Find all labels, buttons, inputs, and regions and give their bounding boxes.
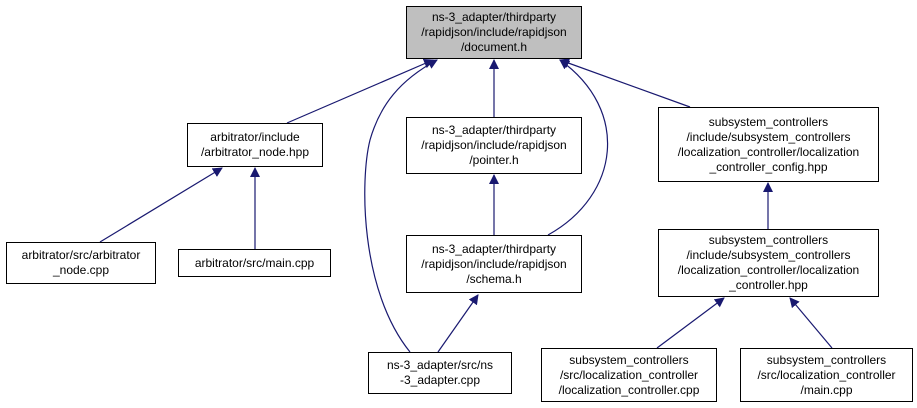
node-arbitrator-node-hpp[interactable]: arbitrator/include /arbitrator_node.hpp bbox=[187, 123, 323, 167]
node-line: ns-3_adapter/thirdparty bbox=[431, 10, 557, 24]
node-localization-controller-config-hpp[interactable]: subsystem_controllers /include/subsystem… bbox=[658, 107, 879, 182]
edge-localization-controller-config-hpp-to-document-h bbox=[559, 58, 691, 108]
node-line: /include/subsystem_controllers bbox=[686, 129, 851, 144]
edge-ns3-adapter-cpp-to-document-h bbox=[364, 59, 438, 353]
node-line: arbitrator/src/main.cpp bbox=[194, 255, 315, 270]
node-line: ns-3_adapter/src/ns bbox=[386, 358, 494, 372]
node-line: _node.cpp bbox=[52, 263, 110, 277]
node-line: /localization_controller/localization bbox=[677, 144, 860, 159]
node-line: /rapidjson/include/rapidjson bbox=[421, 256, 567, 271]
node-schema-h[interactable]: ns-3_adapter/thirdparty /rapidjson/inclu… bbox=[406, 235, 582, 293]
node-line: /schema.h bbox=[466, 271, 522, 286]
node-line: /rapidjson/include/rapidjson bbox=[421, 138, 567, 152]
node-line: subsystem_controllers bbox=[569, 352, 689, 367]
node-line: subsystem_controllers bbox=[766, 352, 887, 367]
node-arbitrator-node-cpp[interactable]: arbitrator/src/arbitrator _node.cpp bbox=[6, 242, 156, 284]
node-localization-controller-cpp[interactable]: subsystem_controllers /src/localization_… bbox=[541, 348, 717, 402]
edge-schema-h-to-document-h bbox=[547, 59, 609, 236]
node-line: arbitrator/include bbox=[210, 130, 300, 144]
node-localization-main-cpp[interactable]: subsystem_controllers /src/localization_… bbox=[740, 348, 913, 402]
node-line: -3_adapter.cpp bbox=[399, 373, 481, 387]
node-line: ns-3_adapter/thirdparty bbox=[431, 123, 557, 137]
node-line: /localization_controller/localization bbox=[677, 263, 860, 277]
node-line: /pointer.h bbox=[469, 153, 519, 167]
node-pointer-h[interactable]: ns-3_adapter/thirdparty /rapidjson/inclu… bbox=[406, 117, 582, 174]
node-line: /src/localization_controller bbox=[559, 367, 699, 382]
edge-arbitrator-node-hpp-to-document-h bbox=[286, 58, 434, 124]
node-line: subsystem_controllers bbox=[708, 233, 829, 247]
node-line: _controller_config.hpp bbox=[709, 159, 828, 174]
edge-arbitrator-node-cpp-to-arbitrator-node-hpp bbox=[99, 167, 223, 243]
node-ns3-adapter-cpp[interactable]: ns-3_adapter/src/ns -3_adapter.cpp bbox=[368, 352, 512, 394]
node-localization-controller-hpp[interactable]: subsystem_controllers /include/subsystem… bbox=[658, 229, 879, 297]
node-line: /main.cpp bbox=[800, 382, 853, 397]
node-document-h: ns-3_adapter/thirdparty /rapidjson/inclu… bbox=[406, 6, 582, 59]
edge-localization-controller-cpp-to-hpp bbox=[656, 297, 725, 349]
node-line: /arbitrator_node.hpp bbox=[200, 145, 310, 159]
node-line: /src/localization_controller bbox=[757, 367, 896, 382]
edge-localization-main-cpp-to-hpp bbox=[789, 297, 833, 349]
node-line: /rapidjson/include/rapidjson bbox=[421, 25, 567, 39]
node-line: arbitrator/src/arbitrator bbox=[21, 248, 141, 262]
node-line: /document.h bbox=[460, 40, 528, 54]
node-line: ns-3_adapter/thirdparty bbox=[431, 241, 557, 256]
node-line: _controller.hpp bbox=[729, 278, 808, 292]
edge-ns3-adapter-cpp-to-schema-h bbox=[437, 294, 479, 353]
node-line: /include/subsystem_controllers bbox=[686, 248, 851, 262]
node-arbitrator-main-cpp[interactable]: arbitrator/src/main.cpp bbox=[178, 249, 331, 277]
node-line: subsystem_controllers bbox=[708, 114, 829, 129]
node-line: /localization_controller.cpp bbox=[558, 382, 700, 397]
